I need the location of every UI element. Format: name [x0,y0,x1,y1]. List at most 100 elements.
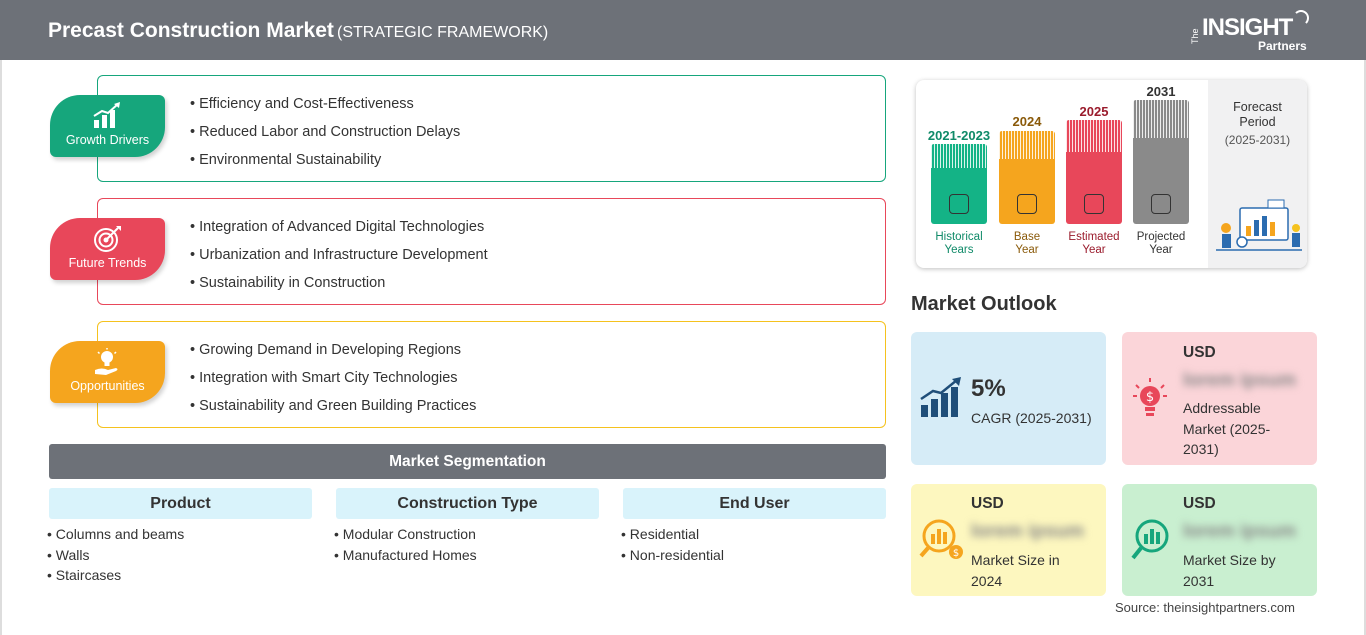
growth-chart-icon [93,102,120,128]
market-size-2031-card: USD lorem ipsum Market Size by 2031 [1122,484,1317,596]
label-line: 2031 [1183,572,1215,589]
magnifier-chart-icon: $ [919,519,963,559]
blurred-value: lorem ipsum [1183,521,1296,542]
insight-partners-logo[interactable]: The INSIGHT Partners [1190,10,1320,54]
list-item: Residential [621,526,724,547]
list-item: Walls [47,547,184,568]
list-item: Integration of Advanced Digital Technolo… [190,219,488,247]
cagr-label: CAGR (2025-2031) [971,410,1092,426]
money-lightbulb-icon: $ [1133,378,1167,416]
bar-estimated [1066,120,1122,224]
list-item: Columns and beams [47,526,184,547]
lightbulb-hand-icon [95,348,118,375]
list-item: Growing Demand in Developing Regions [190,342,476,370]
caption-line: Base [1013,231,1041,243]
list-item: Modular Construction [334,526,477,547]
page-subtitle: (STRATEGIC FRAMEWORK) [337,24,549,41]
year-projected: 2031 [1146,84,1176,99]
label-line: Market Size in [971,552,1060,568]
caption-line: Year [1149,244,1173,256]
forecast-period-panel: Forecast Period (2025-2031) [1208,80,1307,268]
history-clock-icon [949,194,969,214]
caption-line: Year [1082,244,1106,256]
growth-drivers-label: Growth Drivers [65,133,150,147]
addressable-market-card: $ USD lorem ipsum Addressable Market (20… [1122,332,1317,465]
opportunities-label: Opportunities [70,379,145,393]
future-trends-list: Integration of Advanced Digital Technolo… [190,219,488,303]
logo-insight: INSIGHT [1202,14,1293,41]
caption-projected: Projected Year [1121,231,1201,257]
usd-label: USD [971,495,1004,512]
bar-base [999,131,1055,224]
growth-chart-icon [920,377,961,417]
caption-base: Base Year [987,231,1067,257]
frame-right-border [1364,60,1366,635]
forecast-title-line: Period [1239,115,1276,129]
list-item: Environmental Sustainability [190,152,460,180]
market-size-2024-label: Market Size in 2024 [971,550,1060,591]
bar-stripes [1066,120,1122,152]
growth-drivers-list: Efficiency and Cost-Effectiveness Reduce… [190,96,460,180]
caption-estimated: Estimated Year [1054,231,1134,257]
segment-list-product: Columns and beams Walls Staircases [47,526,184,588]
logo-partners: Partners [1258,39,1307,53]
usd-label: USD [1183,495,1216,512]
bar-projected [1133,100,1189,224]
market-size-2024-card: $ USD lorem ipsum Market Size in 2024 [911,484,1106,596]
logo-arc-icon [1293,10,1309,26]
future-trends-label: Future Trends [68,256,147,270]
label-line: Addressable [1183,400,1261,416]
segment-list-construction-type: Modular Construction Manufactured Homes [334,526,477,567]
addressable-market-label: Addressable Market (2025- 2031) [1183,398,1270,460]
year-estimated: 2025 [1079,104,1109,119]
list-item: Sustainability and Green Building Practi… [190,398,476,426]
svg-text:$: $ [1146,390,1154,405]
list-item: Staircases [47,567,184,588]
source-citation: Source: theinsightpartners.com [1115,600,1295,615]
cagr-card: 5% CAGR (2025-2031) [911,332,1106,465]
usd-label: USD [1183,344,1216,361]
list-item: Sustainability in Construction [190,275,488,303]
logo-the: The [1190,28,1200,44]
growth-drivers-badge: Growth Drivers [50,95,165,157]
year-base: 2024 [1012,114,1042,129]
bar-stripes [1133,100,1189,138]
market-segmentation-bar: Market Segmentation [49,444,886,479]
caption-line: Historical [935,231,983,243]
header-bar: Precast Construction Market (STRATEGIC F… [0,0,1366,60]
future-trends-panel: Integration of Advanced Digital Technolo… [97,198,886,305]
forecast-years: (2025-2031) [1224,133,1291,147]
bar-stripes [931,144,987,168]
list-item: Integration with Smart City Technologies [190,370,476,398]
calendar-icon [1017,194,1037,214]
timeline-card: 2021-2023 Historical Years 2024 Base Yea… [916,80,1307,268]
target-icon [94,226,121,252]
svg-text:$: $ [953,548,959,559]
list-item: Efficiency and Cost-Effectiveness [190,96,460,124]
frame-left-border [0,60,2,635]
growth-drivers-panel: Efficiency and Cost-Effectiveness Reduce… [97,75,886,182]
page-title: Precast Construction Market [48,19,334,42]
segment-head-product: Product [49,488,312,519]
caption-line: Projected [1136,231,1186,243]
caption-line: Year [1015,244,1039,256]
label-line: 2031) [1183,441,1219,457]
blurred-value: lorem ipsum [971,521,1084,542]
future-trends-badge: Future Trends [50,218,165,280]
opportunities-panel: Growing Demand in Developing Regions Int… [97,321,886,428]
list-item: Non-residential [621,547,724,568]
market-size-2031-label: Market Size by 2031 [1183,550,1276,591]
forecast-title: Forecast Period [1208,100,1307,130]
analytics-people-icon [1216,199,1302,251]
segment-head-end-user: End User [623,488,886,519]
label-line: Market Size by [1183,552,1276,568]
cagr-value: 5% [971,375,1006,402]
label-line: 2024 [971,572,1003,589]
caption-historical: Historical Years [919,231,999,257]
opportunities-list: Growing Demand in Developing Regions Int… [190,342,476,426]
year-historical: 2021-2023 [927,128,991,143]
magnifier-chart-icon [1131,519,1169,560]
caption-line: Years [944,244,974,256]
list-item: Manufactured Homes [334,547,477,568]
segment-list-end-user: Residential Non-residential [621,526,724,567]
